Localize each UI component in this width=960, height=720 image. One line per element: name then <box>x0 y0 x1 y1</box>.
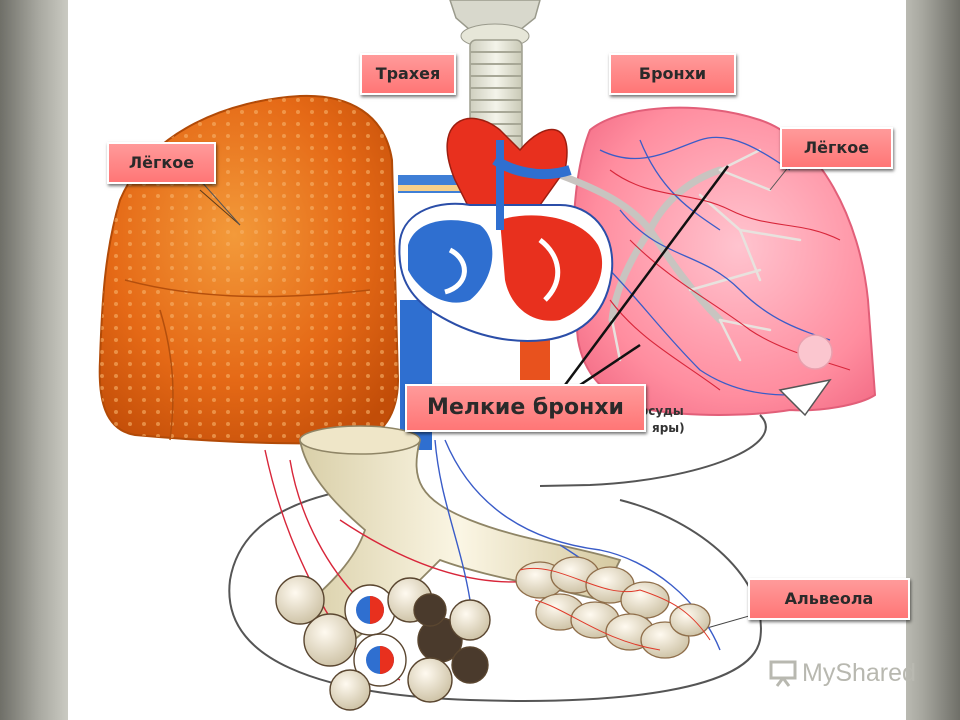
label-trachea: Трахея <box>360 53 456 95</box>
label-alveolus: Альвеола <box>748 578 910 620</box>
watermark-text: MyShared <box>802 659 916 688</box>
label-small-bronchi: Мелкие бронхи <box>405 384 646 432</box>
vessels-text-fragment: осуды <box>640 405 684 418</box>
bronchiole-alveoli-shape <box>265 426 720 710</box>
label-lung-left: Лёгкое <box>107 142 216 184</box>
label-bronchi: Бронхи <box>609 53 736 95</box>
heart-shape <box>399 118 612 341</box>
capillaries-text-fragment: яры) <box>652 422 685 435</box>
alveolus-highlight-circle <box>798 335 832 369</box>
presentation-icon <box>768 658 798 688</box>
myshared-watermark: MyShared <box>768 656 916 690</box>
label-lung-right: Лёгкое <box>780 127 893 169</box>
